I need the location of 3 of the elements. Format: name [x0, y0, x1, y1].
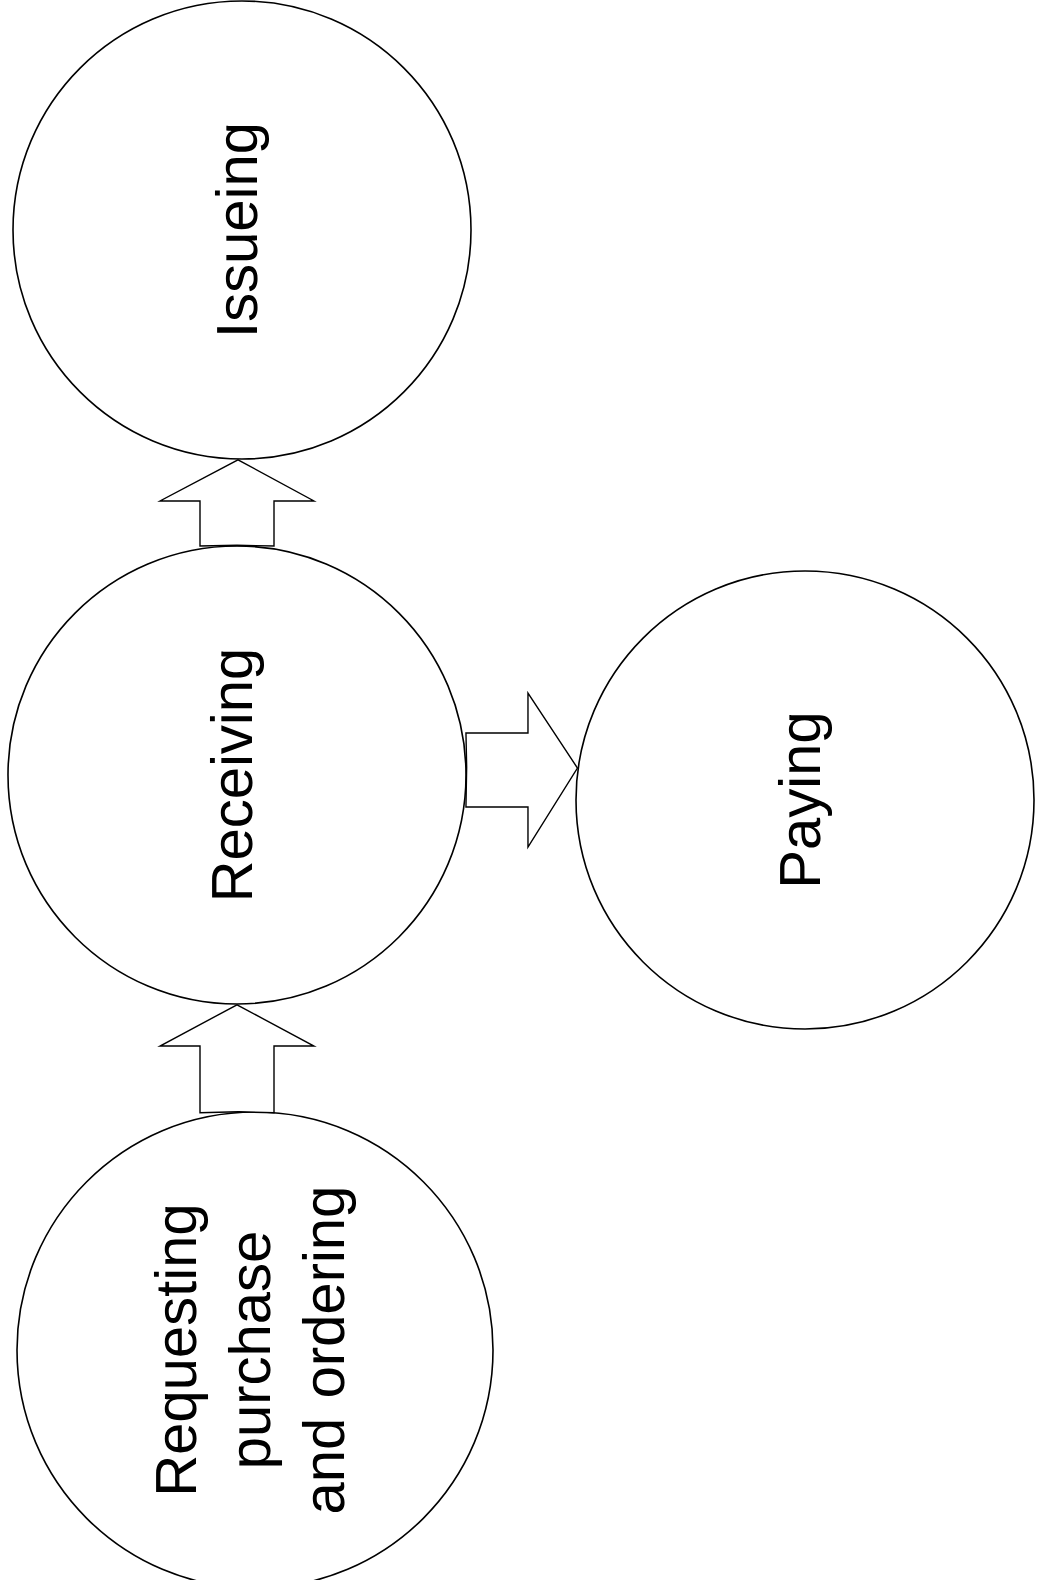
block-arrow	[157, 458, 317, 547]
block-arrow	[465, 690, 579, 850]
block-arrow	[157, 1004, 317, 1114]
